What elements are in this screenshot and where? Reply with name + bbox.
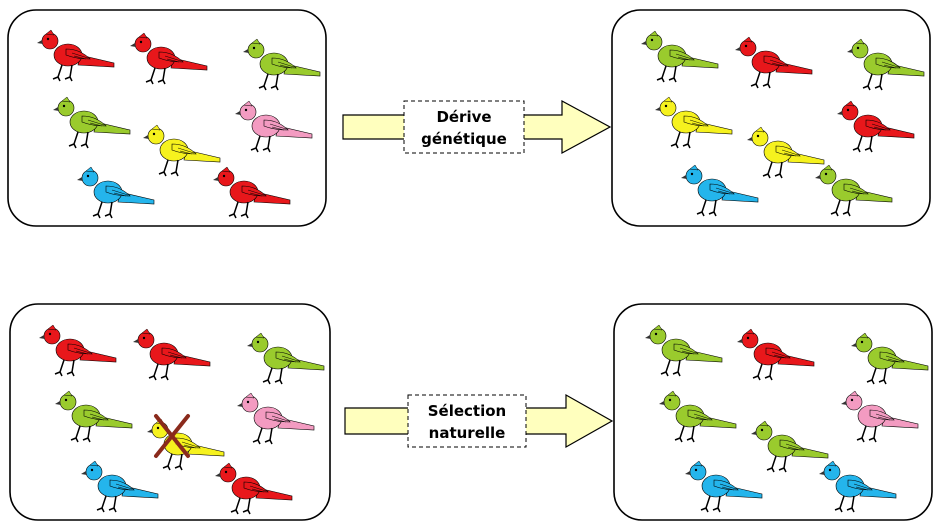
process-label-line1: Dérive: [436, 108, 491, 126]
process-label-box: [407, 394, 527, 448]
process-label-line1: Sélection: [428, 402, 506, 420]
process-label-box: [403, 100, 525, 154]
eliminated-cross-icon: [154, 414, 190, 458]
process-label-line2: naturelle: [429, 424, 506, 442]
process-label-line2: génétique: [421, 130, 507, 148]
